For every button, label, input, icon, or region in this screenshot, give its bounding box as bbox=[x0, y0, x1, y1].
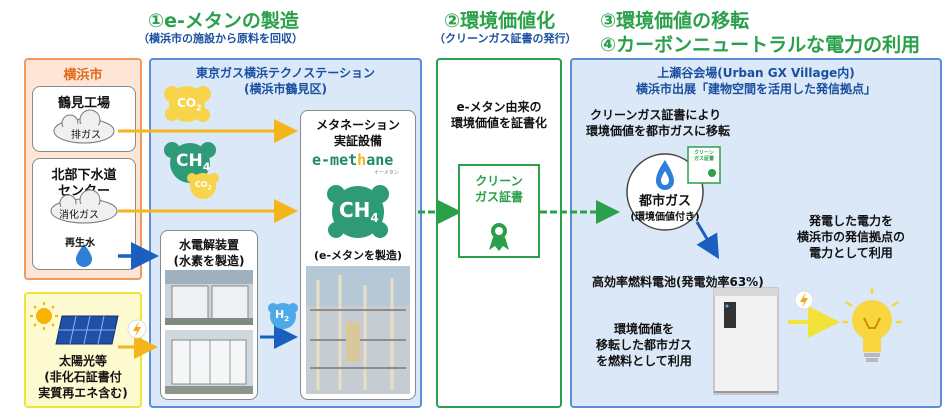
co2-label: CO2 bbox=[177, 96, 202, 113]
power-desc-2: 横浜市の発信拠点の bbox=[796, 230, 905, 244]
co2-molecule-icon bbox=[164, 86, 211, 122]
co2-small-molecule-icon bbox=[187, 173, 219, 199]
power-desc-1: 発電した電力を bbox=[808, 214, 893, 228]
exhaust-gas-cloud-icon bbox=[53, 109, 115, 144]
electrolyzer-photo-top bbox=[165, 270, 253, 325]
solar-label-3: 実質再エネ含む) bbox=[38, 386, 128, 400]
power-lightning-icon bbox=[794, 290, 814, 310]
e-methane-brand-note: イーメタン bbox=[374, 170, 399, 176]
lightning-badge-icon bbox=[127, 319, 147, 339]
citygas-label: 都市ガス bbox=[638, 194, 691, 209]
recycled-water-drop-icon bbox=[76, 244, 92, 267]
digestion-gas-label: 消化ガス bbox=[59, 210, 99, 221]
methanation-label-2: 実証設備 bbox=[333, 134, 382, 148]
certificate-title-2: ガス証書 bbox=[474, 190, 523, 204]
venue-title-2: 横浜市出展「建物空間を活用した発信拠点」 bbox=[635, 82, 876, 96]
citygas-to-fuelcell-arrow bbox=[695, 221, 720, 260]
light-bulb-icon bbox=[842, 288, 902, 362]
ch4-molecule-icon bbox=[164, 142, 216, 183]
h2-label: H2 bbox=[275, 308, 290, 324]
solar-label-2: (非化石証書付 bbox=[44, 370, 122, 384]
e-methane-ch4-label: CH4 bbox=[339, 198, 379, 225]
fuel-cell-label: 高効率燃料電池(発電効率63%) bbox=[592, 275, 764, 289]
gas-flame-icon bbox=[656, 160, 674, 190]
e-methane-brand-logo: e-methane bbox=[312, 151, 394, 169]
header-environmental-value: ②環境価値化 bbox=[444, 10, 556, 32]
transfer-desc-1: クリーンガス証書により bbox=[590, 108, 722, 122]
recycled-water-label: 再生水 bbox=[65, 238, 95, 249]
co2-small-label: CO2 bbox=[195, 180, 212, 192]
citygas-circle bbox=[626, 153, 704, 231]
mini-certificate-icon bbox=[687, 146, 721, 184]
methanation-plant-photo bbox=[306, 266, 410, 394]
certificate-title-1: クリーン bbox=[475, 174, 523, 188]
e-methane-molecule-icon bbox=[327, 185, 389, 238]
exhaust-gas-label: 排ガス bbox=[71, 130, 101, 141]
header-e-methane-production: ①e-メタンの製造 bbox=[148, 10, 299, 32]
certification-desc-2: 環境価値を証書化 bbox=[450, 116, 547, 130]
methane-made-label: (e-メタンを製造) bbox=[313, 249, 403, 262]
tokyogas-subtitle: (横浜市鶴見区) bbox=[244, 82, 327, 96]
ch4-label: CH4 bbox=[176, 151, 211, 174]
tsurumi-plant-label: 鶴見工場 bbox=[57, 96, 110, 111]
header-value-transfer: ③環境価値の移転 bbox=[600, 10, 750, 32]
header-carbon-neutral-power: ④カーボンニュートラルな電力の利用 bbox=[600, 34, 921, 56]
header-environmental-value-sub: （クリーンガス証書の発行） bbox=[434, 32, 577, 45]
electrolyzer-photo-bottom bbox=[165, 330, 253, 394]
venue-title-1: 上瀬谷会場(Urban GX Village内) bbox=[657, 66, 855, 80]
methanation-label-1: メタネーション bbox=[316, 118, 400, 132]
env-value-desc-2: 移転した都市ガス bbox=[595, 338, 692, 352]
env-value-desc-3: を燃料として利用 bbox=[596, 354, 692, 368]
electrolyzer-label-1: 水電解装置 bbox=[178, 238, 239, 252]
electrolyzer-label-2: (水素を製造) bbox=[173, 254, 245, 268]
env-value-desc-1: 環境価値を bbox=[613, 322, 674, 336]
solar-label-1: 太陽光等 bbox=[58, 354, 107, 368]
citygas-value-label: (環境価値付き) bbox=[630, 212, 700, 223]
digestion-gas-cloud-icon bbox=[50, 189, 118, 224]
yokohama-title: 横浜市 bbox=[63, 68, 103, 83]
solar-panel-icon bbox=[55, 315, 119, 345]
power-desc-3: 電力として利用 bbox=[809, 246, 893, 260]
mini-certificate-label: クリーン ガス証書 bbox=[693, 150, 714, 162]
header-e-methane-sub: （横浜市の施設から原料を回収） bbox=[138, 32, 303, 45]
certificate-badge-icon bbox=[489, 223, 509, 251]
hokubu-label-1: 北部下水道 bbox=[51, 168, 117, 183]
tokyogas-title: 東京ガス横浜テクノステーション bbox=[195, 66, 376, 80]
certification-desc-1: e-メタン由来の bbox=[456, 100, 542, 114]
sun-icon bbox=[30, 302, 58, 330]
h2-molecule-icon bbox=[268, 303, 298, 329]
transfer-desc-2: 環境価値を都市ガスに移転 bbox=[586, 124, 731, 138]
fuel-cell-unit bbox=[713, 287, 779, 395]
